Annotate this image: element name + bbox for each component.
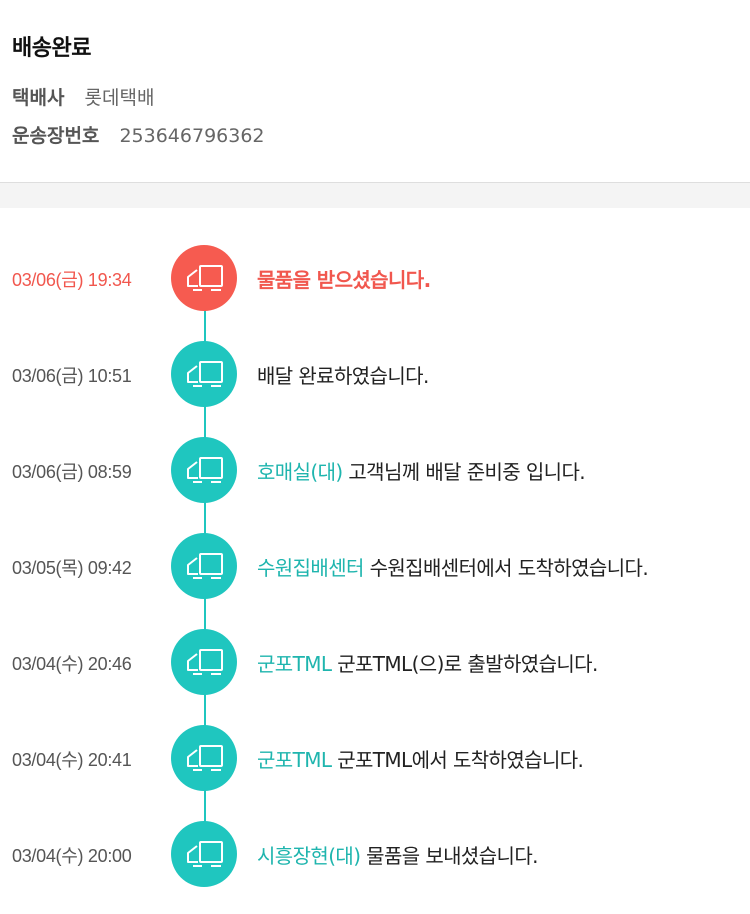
- event-description: 물품을 받으셨습니다.: [257, 268, 431, 292]
- event-description: 물품을 보내셨습니다.: [366, 844, 538, 868]
- timeline-event: 03/06(금) 08:59 호매실(대) 고객님께 배달 준비중 입니다.: [0, 435, 750, 505]
- timeline-event: 03/04(수) 20:41 군포TML 군포TML에서 도착하였습니다.: [0, 723, 750, 793]
- event-message: 군포TML 군포TML에서 도착하였습니다.: [257, 744, 584, 773]
- delivery-truck-icon: [187, 649, 223, 675]
- carrier-label: 택배사: [12, 87, 65, 109]
- delivery-truck-icon: [187, 265, 223, 291]
- event-message: 호매실(대) 고객님께 배달 준비중 입니다.: [257, 456, 586, 485]
- delivery-truck-icon: [187, 745, 223, 771]
- event-status-circle: [171, 629, 237, 695]
- timeline-event: 03/04(수) 20:00 시흥장현(대) 물품을 보내셨습니다.: [0, 819, 750, 889]
- event-message: 군포TML 군포TML(으)로 출발하였습니다.: [257, 648, 598, 677]
- tracking-number-label: 운송장번호: [12, 125, 100, 147]
- carrier-row: 택배사 롯데택배: [12, 83, 154, 110]
- event-location: 군포TML: [257, 652, 332, 676]
- event-status-circle: [171, 725, 237, 791]
- event-date: 03/06(금) 08:59: [12, 462, 132, 482]
- carrier-value: 롯데택배: [84, 87, 155, 109]
- event-date: 03/04(수) 20:00: [12, 846, 132, 866]
- event-location: 호매실(대): [257, 460, 343, 484]
- delivery-status-header: 배송완료 택배사 롯데택배 운송장번호 253646796362: [0, 0, 750, 183]
- event-location: 군포TML: [257, 748, 332, 772]
- delivery-truck-icon: [187, 841, 223, 867]
- event-status-circle: [171, 533, 237, 599]
- event-description: 군포TML에서 도착하였습니다.: [337, 748, 584, 772]
- event-message: 물품을 받으셨습니다.: [257, 264, 431, 293]
- event-status-circle: [171, 341, 237, 407]
- page-title: 배송완료: [12, 36, 91, 61]
- event-message: 배달 완료하였습니다.: [257, 360, 429, 389]
- delivery-truck-icon: [187, 361, 223, 387]
- timeline-event: 03/05(목) 09:42 수원집배센터 수원집배센터에서 도착하였습니다.: [0, 531, 750, 601]
- event-location: 시흥장현(대): [257, 844, 361, 868]
- tracking-number-row: 운송장번호 253646796362: [12, 121, 265, 148]
- event-status-circle: [171, 437, 237, 503]
- event-date: 03/04(수) 20:46: [12, 654, 132, 674]
- event-description: 배달 완료하였습니다.: [257, 364, 429, 388]
- tracking-number-value: 253646796362: [119, 125, 265, 147]
- event-description: 수원집배센터에서 도착하였습니다.: [369, 556, 649, 580]
- event-date: 03/05(목) 09:42: [12, 558, 132, 578]
- event-date: 03/06(금) 19:34: [12, 270, 132, 290]
- event-status-circle: [171, 821, 237, 887]
- event-location: 수원집배센터: [257, 556, 364, 580]
- section-divider: [0, 183, 750, 208]
- event-date: 03/06(금) 10:51: [12, 366, 132, 386]
- event-description: 군포TML(으)로 출발하였습니다.: [337, 652, 598, 676]
- timeline-event: 03/04(수) 20:46 군포TML 군포TML(으)로 출발하였습니다.: [0, 627, 750, 697]
- event-date: 03/04(수) 20:41: [12, 750, 132, 770]
- timeline-event: 03/06(금) 10:51 배달 완료하였습니다.: [0, 339, 750, 409]
- event-description: 고객님께 배달 준비중 입니다.: [348, 460, 586, 484]
- timeline-event: 03/06(금) 19:34 물품을 받으셨습니다.: [0, 243, 750, 313]
- delivery-truck-icon: [187, 457, 223, 483]
- tracking-timeline: 03/06(금) 19:34 물품을 받으셨습니다. 03/06(금) 10:5…: [0, 208, 750, 914]
- delivery-truck-icon: [187, 553, 223, 579]
- event-status-circle: [171, 245, 237, 311]
- event-message: 수원집배센터 수원집배센터에서 도착하였습니다.: [257, 552, 649, 581]
- event-message: 시흥장현(대) 물품을 보내셨습니다.: [257, 840, 538, 869]
